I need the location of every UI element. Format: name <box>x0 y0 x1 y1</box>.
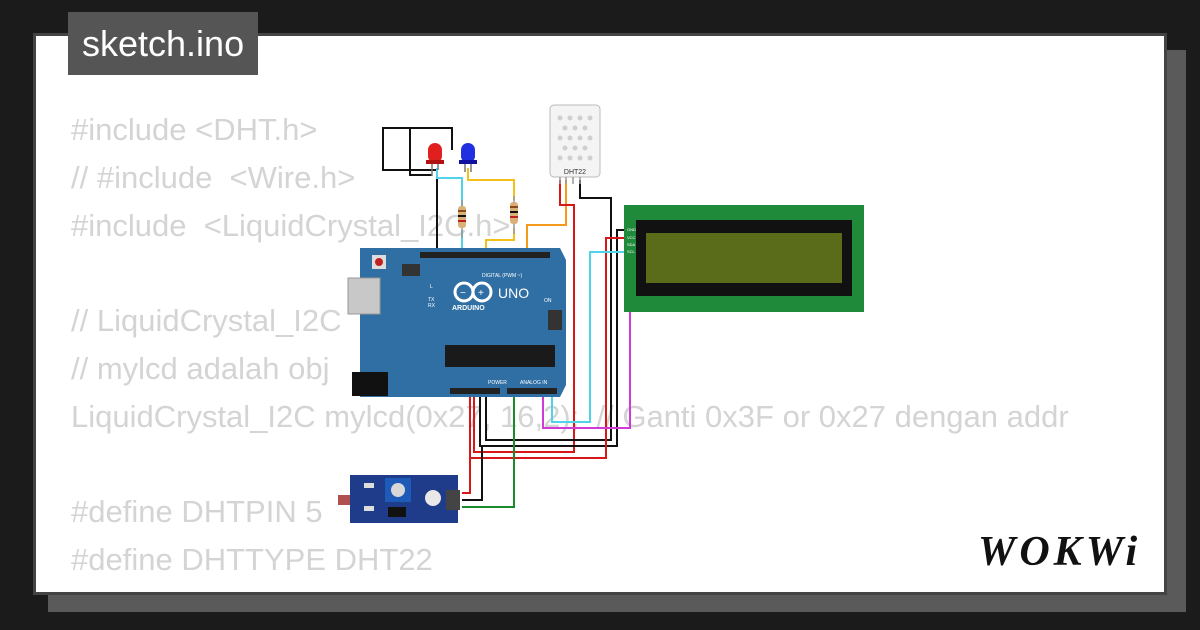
dht-label: DHT22 <box>564 169 586 176</box>
code-line: #define DHTPIN 5 <box>71 494 323 530</box>
resistor-2[interactable] <box>510 196 518 234</box>
code-line: // mylcd adalah obj <box>71 350 330 386</box>
atmega-chip <box>445 345 555 367</box>
l-label: L <box>430 284 433 290</box>
code-line: // LiquidCrystal_I2C <box>71 303 342 339</box>
photoresistor-module[interactable] <box>338 475 460 523</box>
wire-red-sensor <box>462 458 471 494</box>
svg-text:−: − <box>460 288 466 299</box>
lcd-pin-gnd: GND <box>627 227 636 232</box>
arduino-uno-board[interactable]: − + UNO ARDUINO DIGITAL (PWM ~) POWER AN… <box>347 248 566 397</box>
on-label: ON <box>544 298 552 304</box>
code-preview: #include <DHT.h>// #include <Wire.h>#inc… <box>71 106 1069 584</box>
wire-black-sensor <box>462 446 483 501</box>
wire-black-dht-gnd <box>485 180 612 441</box>
digital-label: DIGITAL (PWM ~) <box>482 273 522 279</box>
wires <box>382 127 631 508</box>
svg-text:+: + <box>478 288 484 299</box>
rx-label: RX <box>428 303 436 309</box>
tx-label: TX <box>428 297 435 303</box>
code-line: // #include <Wire.h> <box>71 159 356 195</box>
wire-black-lcd-gnd <box>479 229 624 447</box>
lcd-pin-sda: SDA <box>627 242 636 247</box>
dht22-sensor[interactable]: DHT22 <box>549 104 601 184</box>
board-brand: ARDUINO <box>452 305 485 312</box>
usb-port <box>347 277 381 315</box>
power-label: POWER <box>488 380 507 386</box>
wire-orange-dht <box>526 180 567 258</box>
led-blue[interactable] <box>459 143 477 172</box>
code-line: #define DHTTYPE DHT22 <box>71 542 433 578</box>
wire-black-led2 <box>410 127 453 150</box>
lcd-pin-vcc: VCC <box>627 235 636 240</box>
wire-red-lcd-vcc <box>469 237 624 459</box>
wokwi-logo: WOKWi <box>978 529 1142 575</box>
wire-cyan-lcd-scl <box>551 251 624 423</box>
ldr-icon <box>338 495 350 505</box>
file-tab: sketch.ino <box>68 12 259 75</box>
led-red[interactable] <box>426 143 444 176</box>
analog-label: ANALOG IN <box>520 380 548 386</box>
resistor-1[interactable] <box>458 200 466 238</box>
lcd-pin-scl: SCL <box>627 249 636 254</box>
arduino-logo: − + <box>453 281 493 303</box>
wire-green-sensor <box>462 395 515 508</box>
wire-yellow-led-blue <box>467 168 515 200</box>
code-line: LiquidCrystal_I2C mylcd(0x27, 16,2); // … <box>71 398 1069 434</box>
lcd-1602-i2c[interactable]: GND VCC SDA SCL <box>624 205 864 312</box>
board-model: UNO <box>498 285 529 301</box>
power-jack <box>352 372 388 396</box>
code-line: #include <DHT.h> <box>71 112 318 147</box>
wire-red-dht-vcc <box>473 180 575 453</box>
lcd-screen <box>646 233 842 283</box>
digital-header <box>420 252 550 258</box>
